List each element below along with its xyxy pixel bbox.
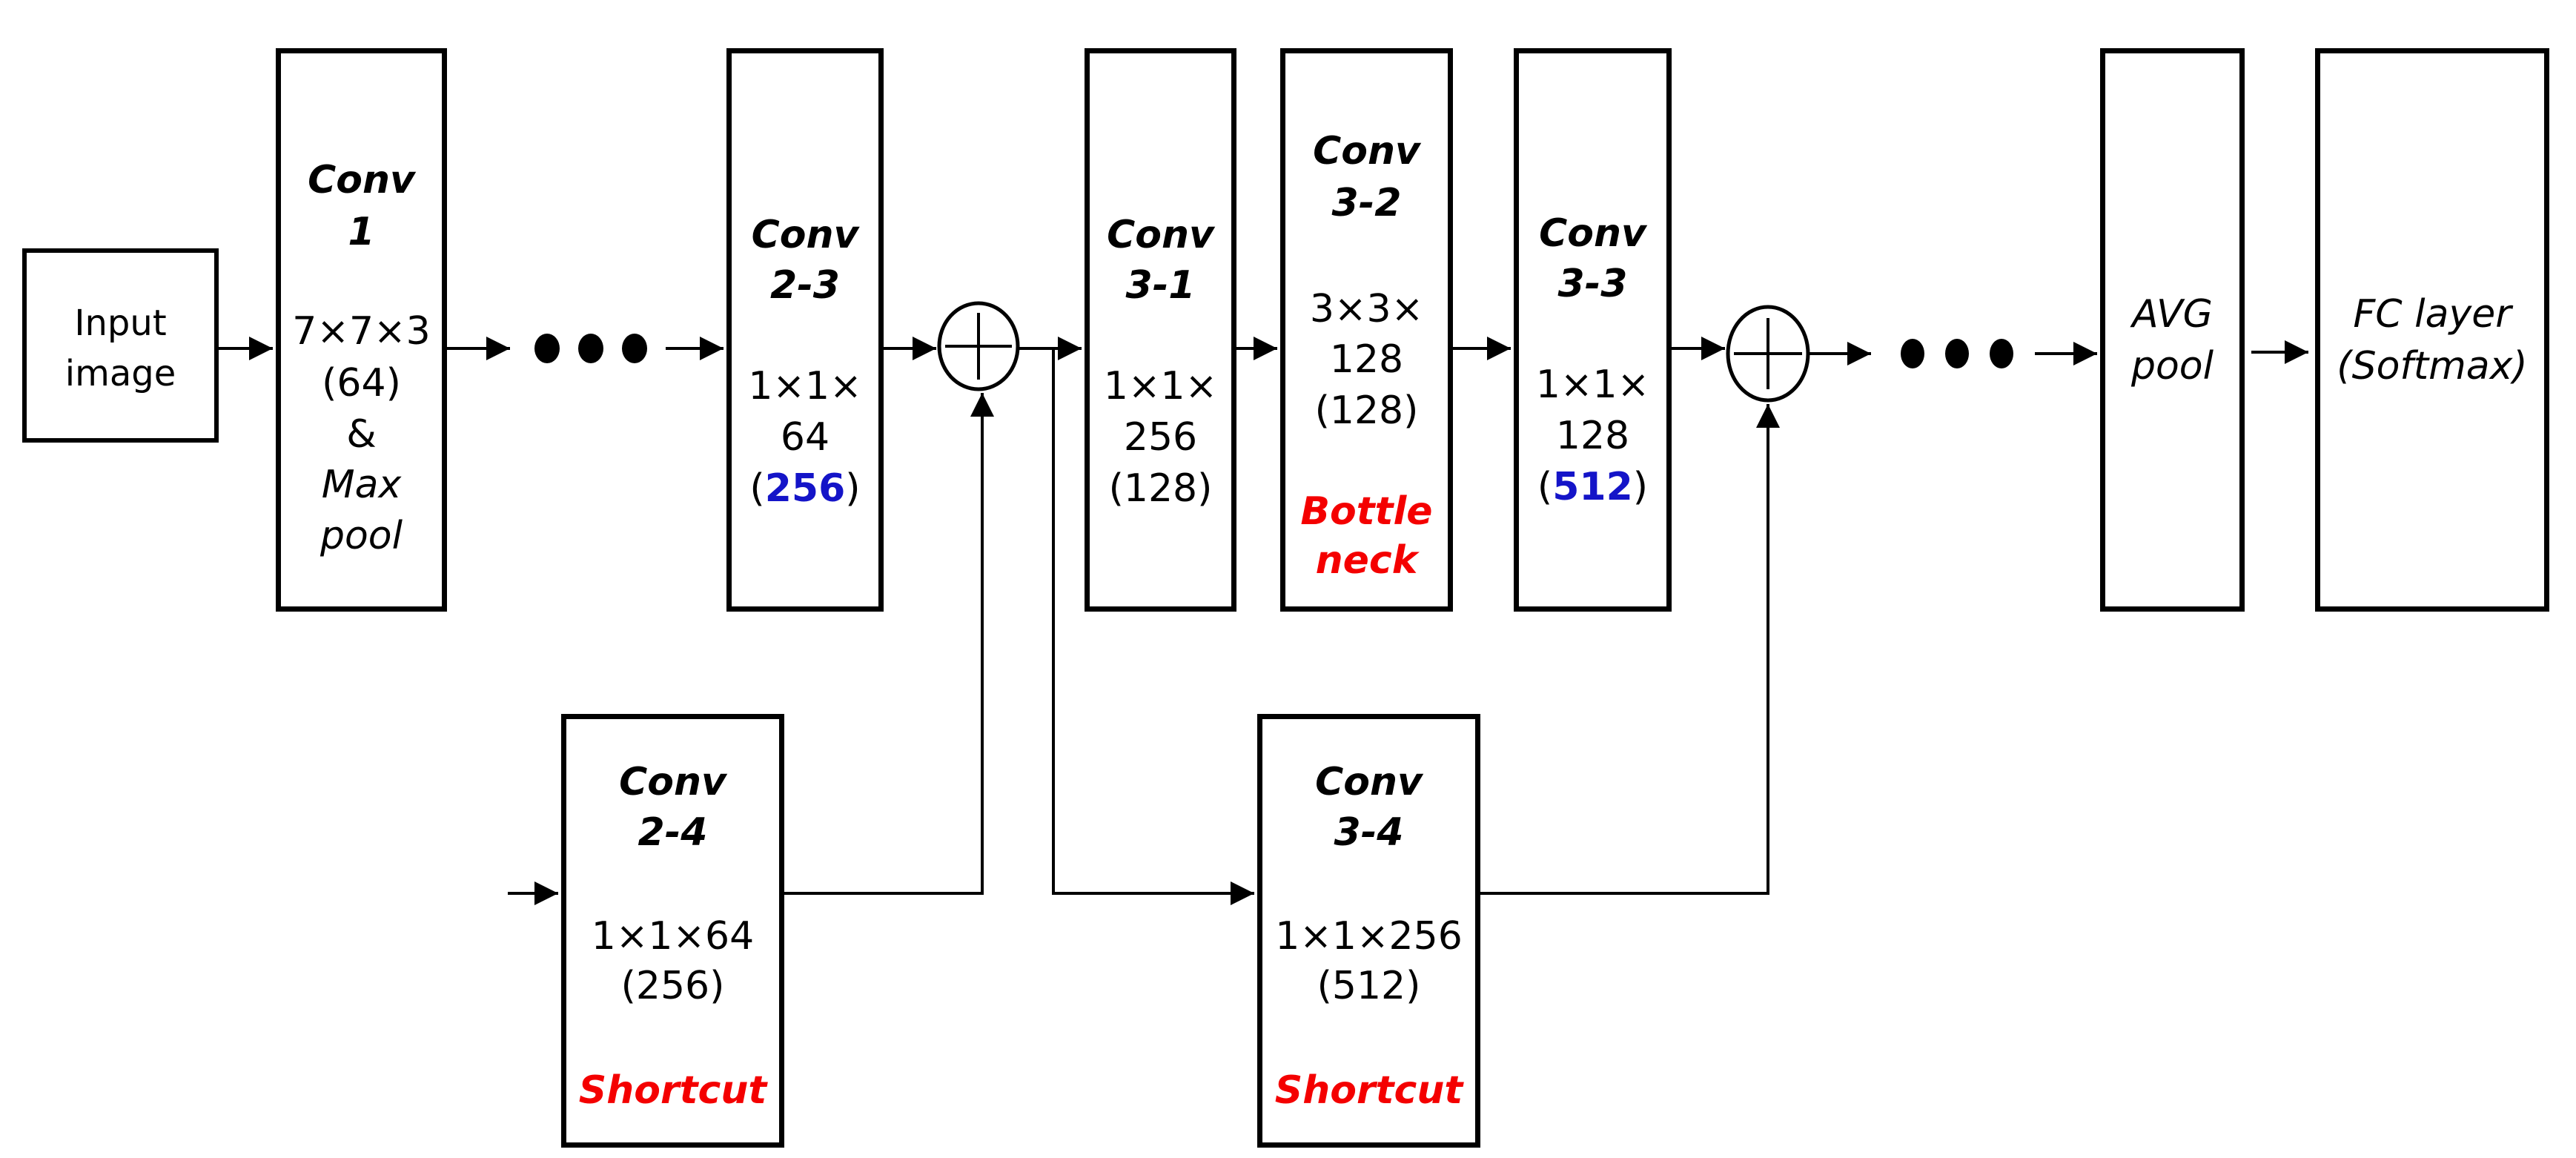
conv3-3-channels: (512): [1519, 461, 1666, 513]
add-junction-2-icon: [1726, 305, 1810, 403]
ellipsis-dots-2: [1901, 339, 2013, 368]
conv2-4-channels: (256): [620, 964, 725, 1008]
conv3-3-title-line2: 3-3: [1557, 262, 1628, 306]
conv1-title-line2: 1: [348, 210, 375, 254]
conv3-4-title-line2: 3-4: [1334, 810, 1404, 855]
conv2-4-shortcut-label: Shortcut: [578, 1068, 767, 1113]
conv3-2-dims: 3×3×: [1309, 287, 1424, 331]
paren-close: ): [1632, 465, 1649, 509]
conv3-4-to-add2: [1480, 404, 1780, 895]
paren-open: (: [1537, 465, 1553, 509]
conv3-3-box: Conv 3-3 1×1× 128 (512): [1514, 48, 1672, 612]
conv3-1-title-line1: Conv: [1107, 213, 1214, 257]
conv3-1-channels: (128): [1108, 466, 1213, 511]
conv3-4-box: Conv 3-4 1×1×256 (512) Shortcut: [1257, 714, 1480, 1148]
input-label-line1: Input: [74, 302, 167, 344]
paren-close: ): [845, 466, 861, 511]
fc-layer-line2: (Softmax): [2337, 344, 2528, 388]
conv1-dims: 7×7×3: [292, 309, 431, 354]
conv3-4-shortcut-label: Shortcut: [1274, 1068, 1463, 1113]
avg-pool-box: AVG pool: [2100, 48, 2245, 612]
conv3-2-bottleneck-line2: neck: [1315, 538, 1418, 583]
conv2-4-dims: 1×1×64: [591, 914, 755, 959]
conv1-pool-line2: pool: [319, 514, 403, 558]
conv3-4-channels: (512): [1317, 964, 1421, 1008]
conv3-1-box: Conv 3-1 1×1× 256 (128): [1085, 48, 1236, 612]
conv3-3-dims2: 128: [1555, 414, 1630, 458]
conv3-2-dims2: 128: [1329, 337, 1404, 382]
conv3-4-dims: 1×1×256: [1275, 914, 1463, 959]
conv3-1-dims2: 256: [1123, 415, 1198, 460]
conv3-2-bottleneck-line1: Bottle: [1300, 489, 1433, 534]
conv2-4-box: Conv 2-4 1×1×64 (256) Shortcut: [561, 714, 784, 1148]
conv3-3-dims: 1×1×: [1535, 363, 1650, 407]
fc-layer-line1: FC layer: [2353, 292, 2512, 337]
conv1-pool-line1: Max: [321, 463, 402, 507]
conv3-1-title-line2: 3-1: [1125, 263, 1196, 308]
conv1-amp: &: [346, 412, 377, 457]
conv2-3-box: Conv 2-3 1×1× 64 (256): [726, 48, 884, 612]
conv2-4-to-add1: [784, 393, 994, 895]
conv1-channels: (64): [322, 361, 401, 406]
conv3-2-title-line1: Conv: [1313, 129, 1420, 173]
avg-pool-line2: pool: [2130, 344, 2214, 388]
paren-open: (: [749, 466, 765, 511]
conv3-2-channels: (128): [1314, 388, 1419, 433]
conv2-3-title-line2: 2-3: [770, 263, 840, 308]
conv3-1-dims: 1×1×: [1103, 364, 1218, 408]
conv3-2-box: Conv 3-2 3×3× 128 (128) Bottle neck: [1280, 48, 1453, 612]
conv1-box: Conv 1 7×7×3 (64) & Max pool: [276, 48, 447, 612]
conv3-4-title-line1: Conv: [1315, 760, 1423, 804]
conv1-title-line1: Conv: [308, 158, 415, 202]
add-junction-1-icon: [937, 301, 1020, 391]
conv2-3-title-line1: Conv: [751, 213, 859, 257]
conv2-3-dims: 1×1×: [748, 364, 862, 408]
branch-to-conv3-4: [1052, 350, 1254, 905]
conv2-4-title-line1: Conv: [619, 760, 726, 804]
conv2-3-channels: (256): [732, 463, 878, 515]
avg-pool-line1: AVG: [2132, 292, 2213, 337]
fc-layer-box: FC layer (Softmax): [2315, 48, 2549, 612]
ellipsis-dots-1: [534, 334, 647, 363]
conv3-2-title-line2: 3-2: [1331, 181, 1402, 225]
conv3-3-title-line1: Conv: [1539, 211, 1646, 256]
conv2-3-dims2: 64: [780, 415, 830, 460]
input-label-line2: image: [64, 353, 176, 394]
conv2-3-channel-value: 256: [764, 466, 846, 511]
input-image-box: Input image: [22, 248, 219, 443]
conv3-3-channel-value: 512: [1552, 465, 1633, 509]
conv2-4-title-line2: 2-4: [638, 810, 708, 855]
